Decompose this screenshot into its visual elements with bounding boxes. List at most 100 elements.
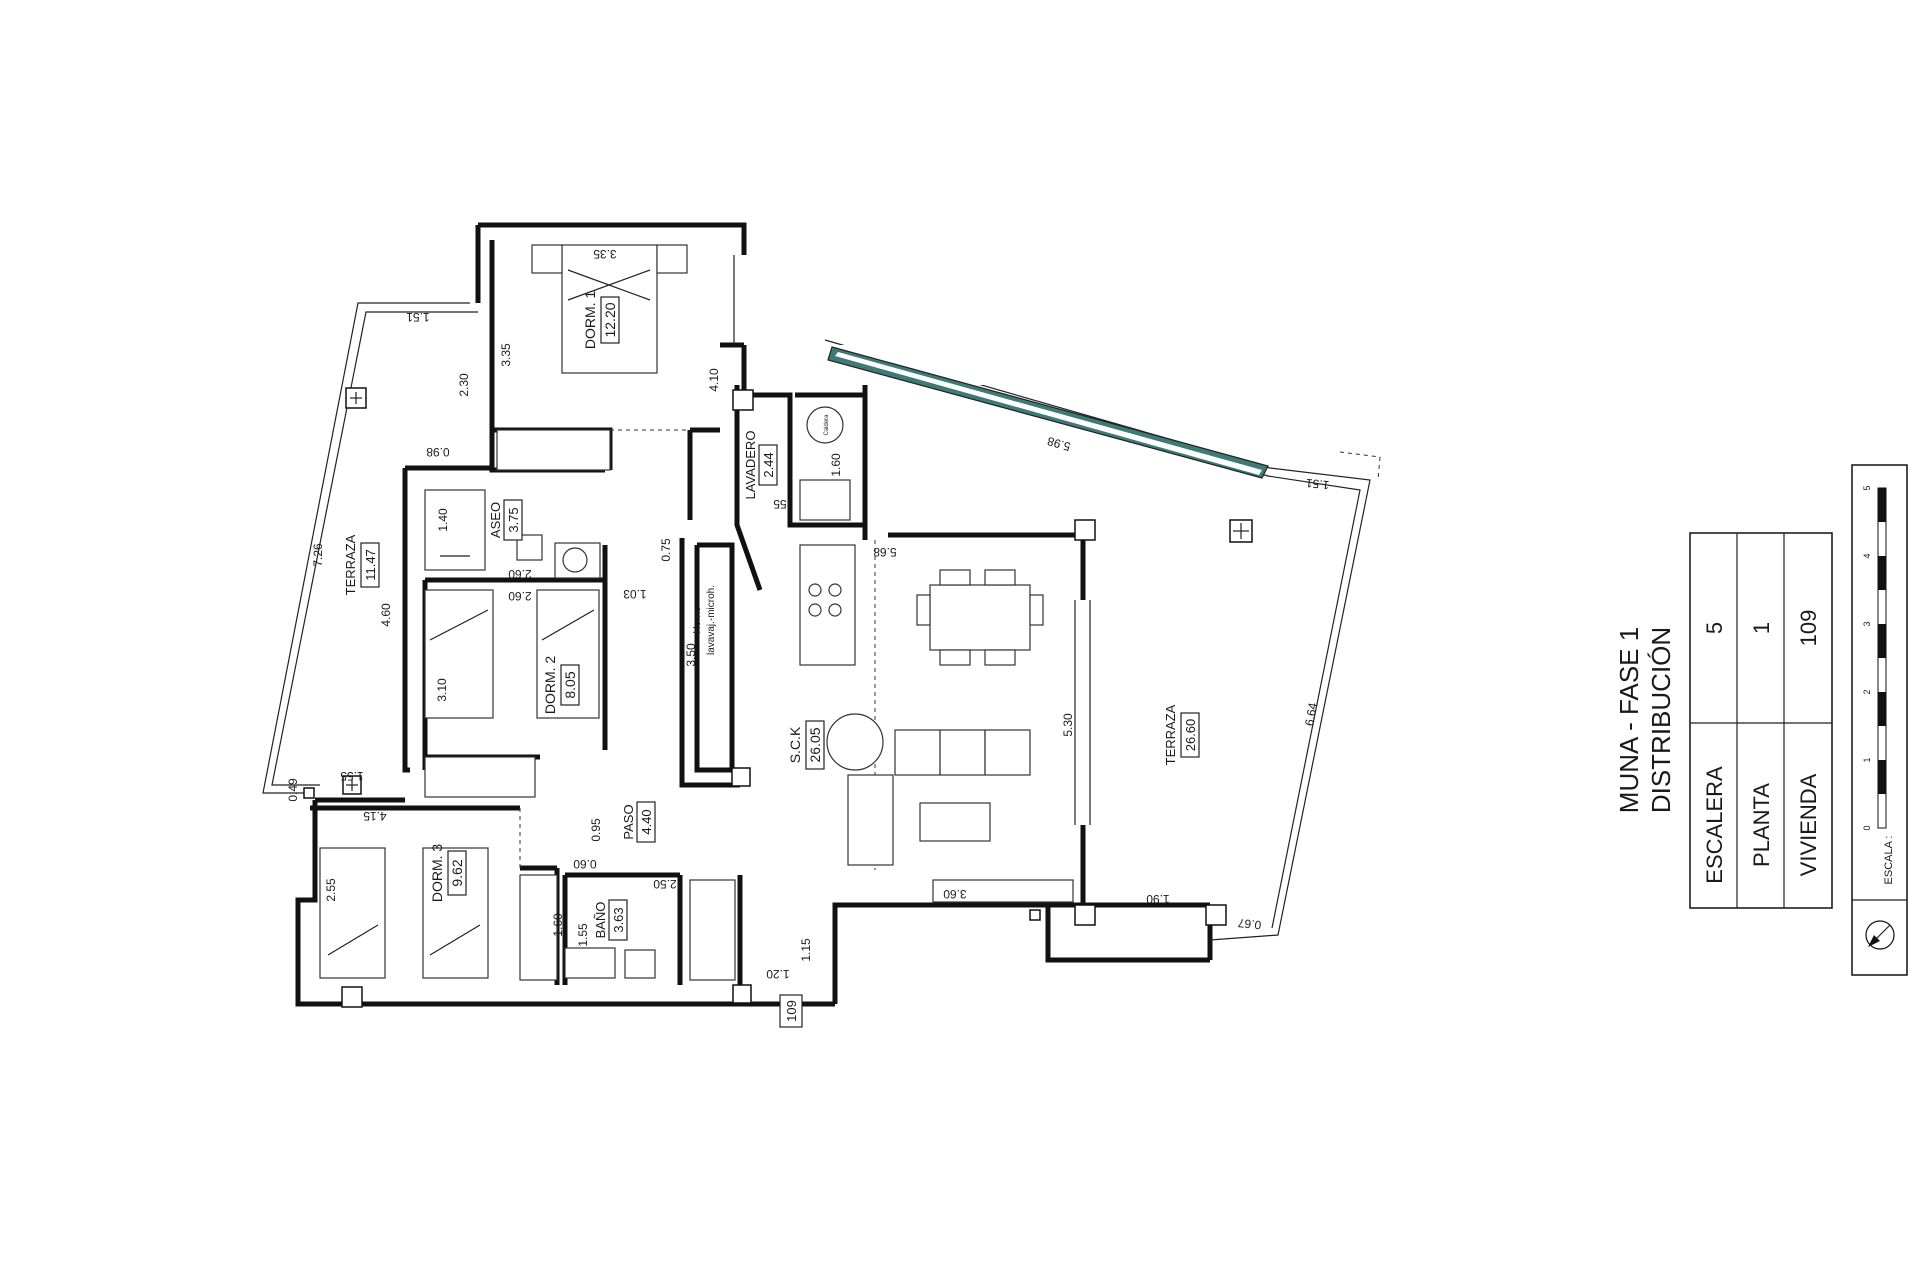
svg-text:4.15: 4.15 — [363, 809, 387, 823]
svg-text:2.30: 2.30 — [457, 373, 471, 397]
title-block: MUNA - FASE 1 DISTRIBUCIÓN ESCALERA 5 PL… — [1614, 532, 1833, 909]
svg-text:1.51: 1.51 — [1305, 476, 1330, 492]
svg-text:1.20: 1.20 — [766, 967, 790, 981]
svg-text:55: 55 — [773, 497, 787, 511]
dorm2-name: DORM. 2 — [542, 656, 558, 715]
tv-unit — [932, 879, 1074, 903]
lavadero-name: LAVADERO — [743, 431, 758, 500]
svg-text:3.60: 3.60 — [943, 887, 967, 901]
svg-text:0.67: 0.67 — [1237, 916, 1262, 932]
svg-text:0.49: 0.49 — [286, 778, 300, 802]
unit-tag: 109 — [779, 994, 803, 1028]
columns — [303, 389, 1227, 1008]
svg-text:1.55: 1.55 — [340, 769, 364, 783]
sck-area: 26.05 — [807, 727, 823, 762]
svg-text:1.03: 1.03 — [623, 587, 647, 601]
svg-text:5.68: 5.68 — [873, 545, 897, 559]
scale-tick-1: 1 — [1862, 757, 1872, 762]
left-terrace-outline-inner — [271, 311, 478, 786]
shower-icon — [424, 489, 486, 571]
caldera-label: Caldera — [824, 414, 830, 436]
svg-text:1.60: 1.60 — [829, 453, 843, 477]
outer-walls — [295, 222, 1213, 1007]
sck-name: S.C.K — [787, 726, 803, 763]
terraza-left-name: TERRAZA — [343, 534, 358, 595]
kitchen-counter — [799, 544, 856, 666]
svg-text:0.60: 0.60 — [573, 857, 597, 871]
dorm3-area: 9.62 — [449, 859, 465, 886]
svg-text:109: 109 — [784, 1000, 799, 1022]
dining-table-icon — [929, 584, 1031, 651]
svg-text:5.30: 5.30 — [1061, 713, 1075, 737]
svg-text:1.51: 1.51 — [406, 310, 430, 324]
svg-text:2.60: 2.60 — [508, 589, 532, 603]
svg-text:1.15: 1.15 — [799, 938, 813, 962]
coffee-table-icon — [919, 802, 991, 842]
left-terrace-outline — [262, 302, 470, 794]
terraza-left-area: 11.47 — [363, 549, 378, 581]
svg-text:1.55: 1.55 — [576, 923, 590, 947]
svg-text:7.26: 7.26 — [311, 543, 325, 567]
svg-text:2.55: 2.55 — [324, 878, 338, 902]
bed-icon — [424, 589, 494, 719]
svg-text:2.60: 2.60 — [508, 567, 532, 581]
horno-label: Horno — [692, 606, 703, 634]
svg-text:6.64: 6.64 — [1302, 701, 1320, 727]
svg-text:4.10: 4.10 — [707, 368, 721, 392]
planta-value: 1 — [1749, 622, 1774, 634]
lavavaj-label: lavavaj.-microh. — [706, 585, 717, 655]
scale-label: ESCALA : — [1883, 836, 1895, 885]
svg-text:3.10: 3.10 — [435, 678, 449, 702]
svg-text:0.75: 0.75 — [659, 538, 673, 562]
info-table — [1689, 532, 1833, 909]
svg-text:3.35: 3.35 — [499, 343, 513, 367]
planta-label: PLANTA — [1749, 783, 1774, 867]
scale-tick-5: 5 — [1862, 485, 1872, 490]
scale-tick-2: 2 — [1862, 689, 1872, 694]
svg-text:1.90: 1.90 — [1146, 892, 1170, 906]
nightstand-icon — [531, 244, 563, 274]
scale-tick-3: 3 — [1862, 621, 1872, 626]
armchair-icon — [847, 774, 894, 866]
dorm2-area: 8.05 — [562, 671, 578, 698]
scale-tick-0: 0 — [1862, 825, 1872, 830]
bano-area: 3.63 — [611, 907, 626, 932]
right-terrace — [824, 339, 1381, 941]
terraza-right-area: 26.60 — [1183, 719, 1198, 752]
svg-text:2.50: 2.50 — [653, 877, 677, 891]
lavadero-area: 2.44 — [761, 452, 776, 477]
dorm1-area: 12.20 — [602, 302, 618, 337]
paso-name: PASO — [621, 804, 636, 839]
title-line2: DISTRIBUCIÓN — [1646, 627, 1676, 813]
nightstand-icon — [656, 244, 688, 274]
svg-text:5.98: 5.98 — [1045, 434, 1072, 454]
vivienda-label: VIVIENDA — [1796, 773, 1821, 876]
boiler-icon — [806, 406, 844, 444]
terraza-right-name: TERRAZA — [1163, 704, 1178, 765]
dimensions: 3.35 3.35 4.10 1.51 2.30 0.98 7.26 4.60 … — [286, 247, 1330, 981]
left-terrace — [262, 302, 478, 795]
sink-icon — [564, 947, 616, 979]
svg-text:0.95: 0.95 — [589, 818, 603, 842]
paso-area: 4.40 — [639, 809, 654, 834]
svg-text:3.35: 3.35 — [593, 247, 617, 261]
bed-icon — [319, 847, 386, 979]
vivienda-value: 109 — [1796, 610, 1821, 647]
furniture — [319, 244, 1074, 981]
dorm3-name: DORM. 3 — [429, 844, 445, 903]
escalera-label: ESCALERA — [1702, 766, 1727, 884]
aseo-name: ASEO — [488, 502, 503, 538]
room-labels: DORM. 1 12.20 ASEO 3.75 LAVADERO 2.44 DO… — [343, 291, 1200, 941]
toilet-icon — [624, 949, 656, 979]
svg-text:0.98: 0.98 — [426, 445, 450, 459]
bano-name: BAÑO — [593, 902, 608, 939]
svg-text:4.60: 4.60 — [379, 603, 393, 627]
scale-tick-4: 4 — [1862, 553, 1872, 558]
escalera-value: 5 — [1702, 622, 1727, 634]
title-line1: MUNA - FASE 1 — [1614, 627, 1644, 813]
svg-text:1.40: 1.40 — [436, 508, 450, 532]
bathtub-icon — [689, 879, 736, 981]
aseo-area: 3.75 — [506, 507, 521, 532]
svg-text:1.60: 1.60 — [551, 913, 565, 937]
